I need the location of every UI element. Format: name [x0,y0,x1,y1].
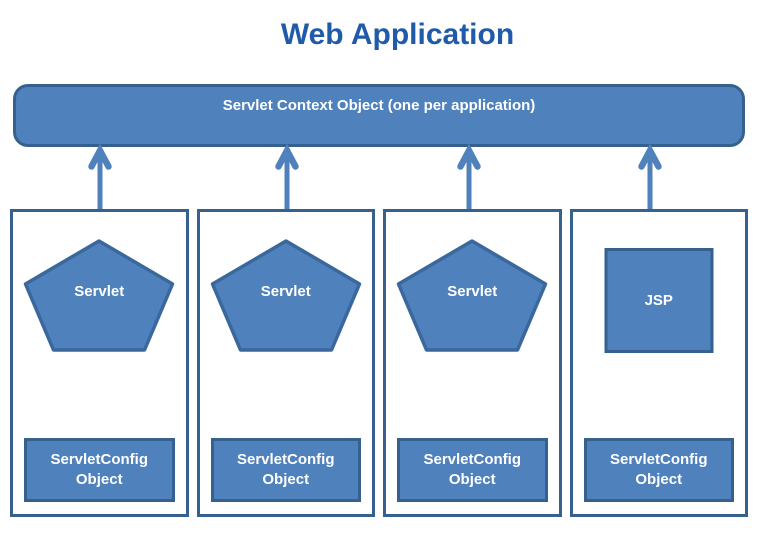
servlet-pentagon-1: Servlet [23,239,176,353]
pentagon-shape-icon [397,239,548,352]
servlet-pentagon-2: Servlet [209,239,362,353]
servlet-label: Servlet [260,282,311,300]
servlet-config-label: ServletConfig Object [236,450,335,488]
jsp-label: JSP [644,292,673,309]
servlet-config-box-3: ServletConfig Object [397,438,548,502]
servlet-context-bar: Servlet Context Object (one per applicat… [13,84,745,147]
servlet-config-label: ServletConfig Object [609,450,708,488]
servlet-context-label: Servlet Context Object (one per applicat… [222,97,536,114]
servlet-config-label: ServletConfig Object [423,450,521,488]
jsp-square: JSP [604,248,714,353]
up-arrow-2 [275,143,299,209]
servlet-config-label: ServletConfig Object [50,450,148,488]
servlet-config-box-1: ServletConfig Object [24,438,175,502]
servlet-label: Servlet [447,282,498,300]
pentagon-shape-icon [24,239,175,352]
servlet-columns: Servlet ServletConfig Object Servlet Ser… [10,209,748,517]
jsp-column: JSP ServletConfig Object [569,209,748,517]
servlet-config-box-2: ServletConfig Object [210,438,361,502]
servlet-column-2: Servlet ServletConfig Object [196,209,375,517]
servlet-pentagon-3: Servlet [396,239,549,353]
diagram-title: Web Application [280,18,515,51]
servlet-config-box-4: ServletConfig Object [583,438,734,502]
servlet-label: Servlet [74,282,125,300]
servlet-column-1: Servlet ServletConfig Object [10,209,189,517]
up-arrow-4 [638,143,662,209]
pentagon-shape-icon [210,239,361,352]
up-arrow-3 [457,143,481,209]
up-arrow-1 [88,143,112,209]
servlet-column-3: Servlet ServletConfig Object [383,209,562,517]
